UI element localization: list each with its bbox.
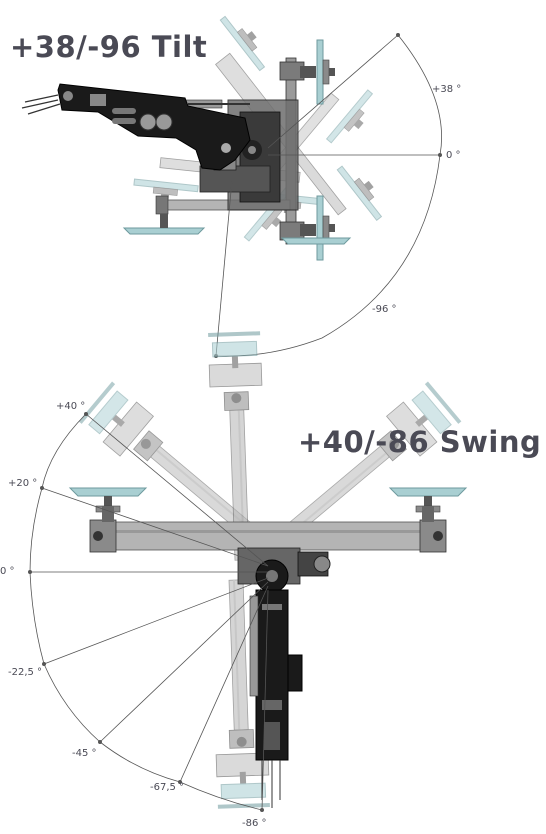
tilt-arc bbox=[215, 34, 443, 357]
tilt-label-plus38: +38 ° bbox=[432, 84, 462, 95]
tilt-line-minus96 bbox=[215, 179, 233, 357]
tilt-title: +38/-96 Tilt bbox=[10, 30, 208, 64]
swing-label-minus67-5: -67,5 ° bbox=[150, 782, 185, 793]
swing-hub bbox=[237, 547, 331, 593]
swing-label-minus45: -45 ° bbox=[72, 748, 97, 759]
swing-arc bbox=[29, 413, 263, 811]
swing-label-minus86: -86 ° bbox=[242, 818, 267, 829]
tilt-black-arm bbox=[21, 83, 251, 171]
swing-line-minus86 bbox=[261, 589, 269, 811]
swing-line-minus67-5 bbox=[179, 585, 269, 783]
swing-diagram bbox=[27, 333, 466, 813]
swing-line-minus22-5 bbox=[43, 577, 269, 665]
swing-label-plus20: +20 ° bbox=[8, 478, 38, 489]
swing-title: +40/-86 Swing bbox=[298, 425, 542, 459]
tilt-diagram bbox=[21, 8, 443, 358]
swing-label-zero: 0 ° bbox=[0, 566, 15, 577]
swing-angle-guides bbox=[27, 411, 269, 813]
swing-line-plus20 bbox=[41, 487, 269, 567]
swing-black-arm bbox=[249, 589, 303, 808]
tilt-label-zero: 0 ° bbox=[446, 150, 461, 161]
swing-label-plus40: +40 ° bbox=[56, 401, 86, 412]
tilt-label-minus96: -96 ° bbox=[372, 304, 397, 315]
tilt-line-plus38 bbox=[267, 34, 399, 149]
swing-line-minus45 bbox=[99, 581, 269, 743]
swing-label-minus22-5: -22,5 ° bbox=[8, 667, 43, 678]
swing-line-plus40 bbox=[85, 413, 269, 567]
tilt-lower-arm bbox=[122, 195, 352, 245]
swing-main-bar bbox=[70, 488, 466, 552]
